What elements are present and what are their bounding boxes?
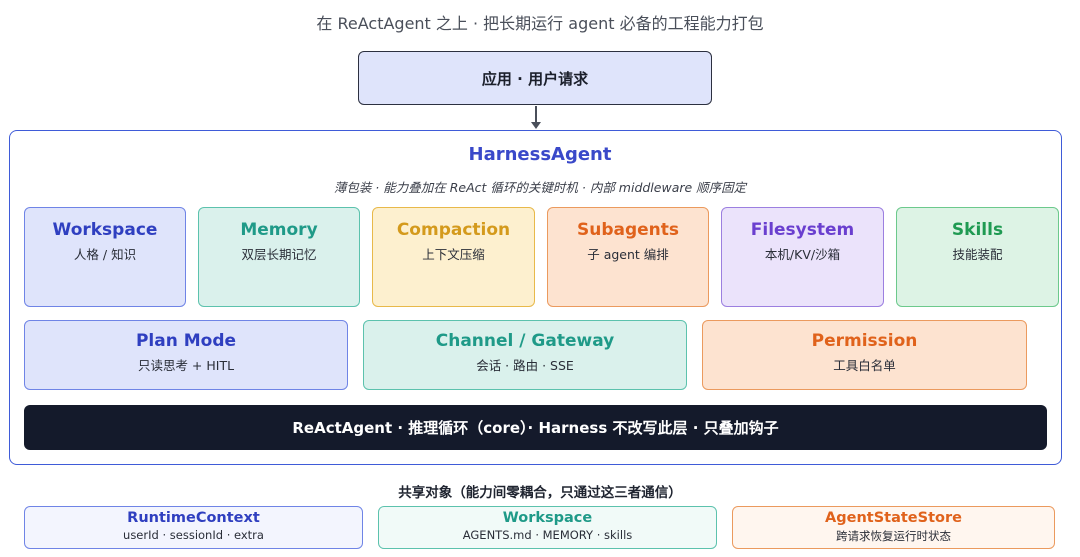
shared-workspace: Workspace AGENTS.md · MEMORY · skills — [378, 506, 717, 549]
module-title: Permission — [811, 331, 918, 351]
shared-runtime-context: RuntimeContext userId · sessionId · extr… — [24, 506, 363, 549]
module-title: Subagents — [576, 220, 680, 240]
app-request-node: 应用 · 用户请求 — [358, 51, 712, 105]
module-desc: 双层长期记忆 — [241, 247, 317, 262]
module-memory: Memory 双层长期记忆 — [198, 207, 360, 307]
module-filesystem: Filesystem 本机/KV/沙箱 — [721, 207, 884, 307]
module-plan-mode: Plan Mode 只读思考 + HITL — [24, 320, 348, 390]
module-workspace: Workspace 人格 / 知识 — [24, 207, 186, 307]
module-compaction: Compaction 上下文压缩 — [372, 207, 535, 307]
module-desc: 上下文压缩 — [422, 247, 485, 262]
module-permission: Permission 工具白名单 — [702, 320, 1027, 390]
module-title: Filesystem — [750, 220, 855, 240]
shared-title: Workspace — [502, 510, 593, 526]
module-desc: 子 agent 编排 — [587, 247, 669, 262]
module-channel-gateway: Channel / Gateway 会话 · 路由 · SSE — [363, 320, 687, 390]
module-title: Plan Mode — [135, 331, 237, 351]
arrow-down-icon — [531, 122, 541, 129]
module-title: Skills — [951, 220, 1004, 240]
shared-title: AgentStateStore — [825, 510, 962, 526]
harness-agent-title: HarnessAgent — [468, 144, 612, 165]
core-label: ReActAgent · 推理循环（core）· Harness 不改写此层 ·… — [292, 419, 779, 437]
shared-objects-title: 共享对象（能力间零耦合，只通过这三者通信） — [398, 485, 682, 501]
module-desc: 只读思考 + HITL — [137, 358, 235, 373]
module-title: Memory — [240, 220, 318, 240]
module-title: Workspace — [52, 220, 158, 240]
shared-agent-state-store: AgentStateStore 跨请求恢复运行时状态 — [732, 506, 1055, 549]
module-desc: 工具白名单 — [833, 358, 896, 373]
module-skills: Skills 技能装配 — [896, 207, 1059, 307]
diagram-caption: 在 ReActAgent 之上 · 把长期运行 agent 必备的工程能力打包 — [316, 14, 764, 33]
shared-title: RuntimeContext — [127, 510, 260, 526]
module-subagents: Subagents 子 agent 编排 — [547, 207, 709, 307]
arrow-connector — [535, 106, 537, 124]
harness-agent-subtitle: 薄包装 · 能力叠加在 ReAct 循环的关键时机 · 内部 middlewar… — [333, 180, 747, 195]
module-desc: 人格 / 知识 — [73, 247, 137, 262]
module-title: Channel / Gateway — [435, 331, 615, 351]
shared-desc: 跨请求恢复运行时状态 — [836, 529, 951, 543]
shared-desc: userId · sessionId · extra — [123, 528, 264, 542]
module-desc: 技能装配 — [952, 247, 1003, 262]
app-request-label: 应用 · 用户请求 — [481, 69, 589, 88]
module-title: Compaction — [396, 220, 511, 240]
shared-desc: AGENTS.md · MEMORY · skills — [462, 528, 633, 542]
module-desc: 本机/KV/沙箱 — [764, 247, 841, 262]
module-desc: 会话 · 路由 · SSE — [476, 358, 574, 373]
react-agent-core-bar: ReActAgent · 推理循环（core）· Harness 不改写此层 ·… — [24, 405, 1047, 450]
